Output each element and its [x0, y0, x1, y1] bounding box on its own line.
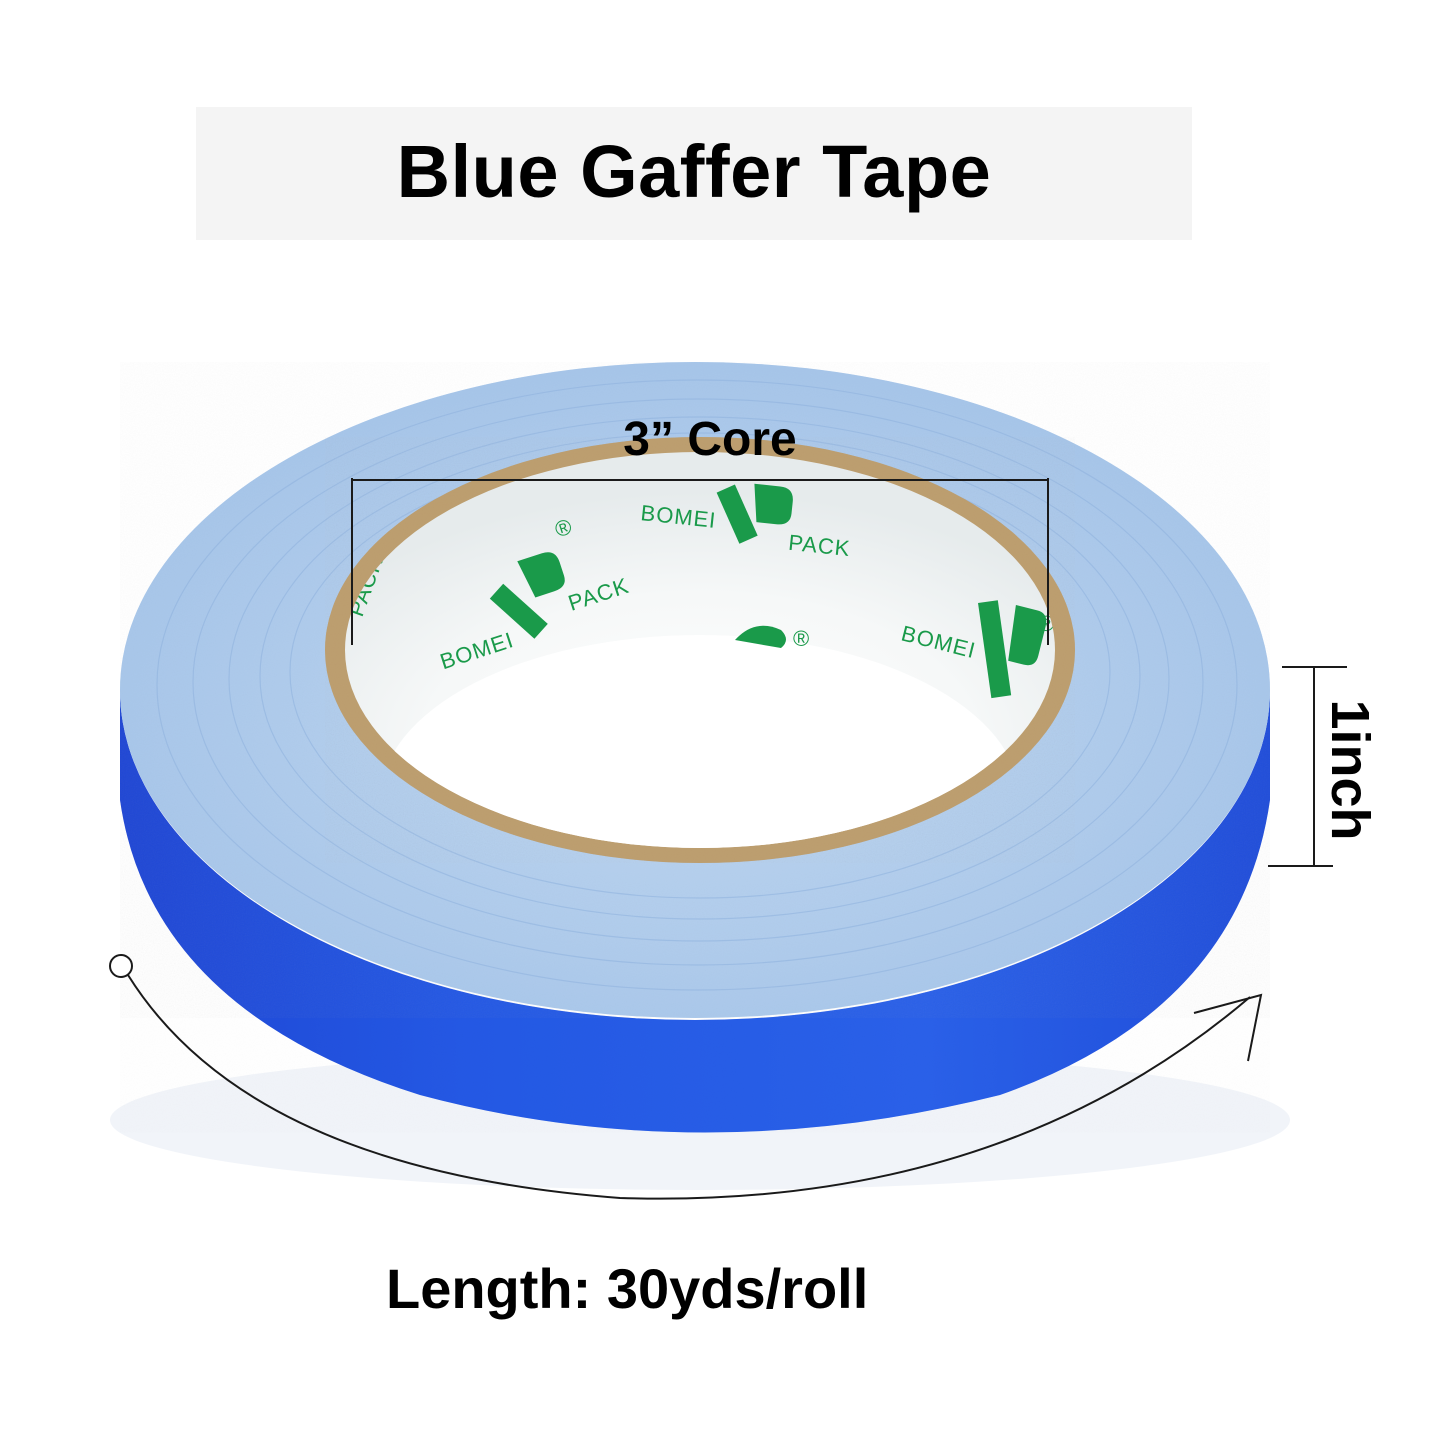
- length-arc: [109, 954, 1263, 1200]
- core-size-label: 3” Core: [623, 413, 797, 466]
- svg-text:®: ®: [793, 626, 810, 651]
- arc-start-circle: [109, 954, 133, 978]
- tape-width-label: 1inch: [1320, 699, 1380, 841]
- core-opening: [380, 635, 1020, 848]
- arc-arrow-head: [1193, 993, 1263, 1062]
- product-title: Blue Gaffer Tape: [396, 130, 992, 213]
- winding-lines: [156, 379, 1238, 991]
- tape-length-label: Length: 30yds/roll: [386, 1257, 869, 1320]
- core-dimension-line: [351, 478, 1049, 645]
- brand-print-center: ®: [735, 625, 810, 651]
- title-banner: Blue Gaffer Tape: [196, 107, 1192, 240]
- width-dimension-line: [1268, 666, 1347, 867]
